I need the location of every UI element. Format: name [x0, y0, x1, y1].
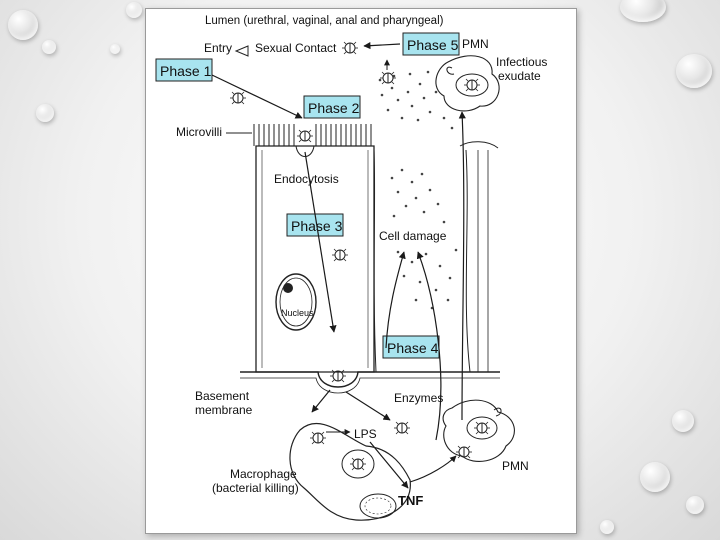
phase-2-box: Phase 2 [303, 95, 361, 119]
gonococcus-icon [455, 445, 473, 459]
gonococcus-icon [463, 78, 481, 92]
nucleus-label: Nucleus [281, 308, 314, 318]
water-drop [686, 496, 704, 514]
nucleus [275, 273, 317, 331]
macrophage-label: Macrophage [230, 467, 297, 481]
water-drop [672, 410, 694, 432]
pmn-bottom-cell [442, 399, 515, 462]
water-drop [110, 44, 120, 54]
adjacent-cell-border [465, 149, 471, 373]
macrophage-cell [289, 423, 411, 521]
entry-arrow-icon [234, 45, 249, 57]
diagram-panel [145, 8, 577, 534]
gonococcus-icon [379, 71, 397, 85]
gonococcus-icon [229, 91, 247, 105]
infectious-label: Infectious [496, 55, 547, 69]
adjacent-cell-border [373, 149, 377, 373]
cell-damage-label: Cell damage [379, 229, 447, 243]
water-drop [126, 2, 142, 18]
membrane-label: membrane [195, 403, 253, 417]
exudate-label: exudate [498, 69, 541, 83]
svg-text:Phase 5: Phase 5 [407, 37, 459, 53]
cell-damage-dots [390, 168, 458, 310]
phase-4-arrow [385, 251, 406, 349]
entry-label: Entry [204, 41, 232, 55]
svg-text:Phase 2: Phase 2 [308, 100, 360, 116]
phase-1-arrow [211, 74, 303, 119]
svg-text:Phase 1: Phase 1 [160, 63, 212, 79]
pmn-top-cell [435, 55, 500, 112]
phase-1-box: Phase 1 [155, 58, 213, 82]
phase-5-box: Phase 5 [402, 32, 460, 56]
water-drop [8, 10, 38, 40]
phase-4-box: Phase 4 [382, 335, 440, 359]
sexual-contact-label: Sexual Contact [255, 41, 337, 55]
gonococcus-icon [331, 248, 349, 262]
water-drop [676, 54, 712, 88]
gonococcus-icon [349, 457, 367, 471]
contact-arrow [363, 42, 401, 50]
right-cell-border [477, 150, 489, 372]
basement-label: Basement [195, 389, 250, 403]
microvilli-brush-border [253, 124, 372, 146]
water-drop [36, 104, 54, 122]
lps-label: LPS [354, 427, 377, 441]
pmn-migration-arrow [458, 111, 466, 421]
tnf-to-damage-arrow [416, 251, 442, 441]
gonococcus-icon [309, 431, 327, 445]
gonococcus-icon [393, 421, 411, 435]
pmn-bottom-label: PMN [502, 459, 529, 473]
water-drop [600, 520, 614, 534]
gonococcus-icon [341, 41, 359, 55]
phase-3-arrow [304, 151, 337, 333]
gonococcus-icon [296, 129, 314, 143]
water-drop [620, 0, 666, 22]
exudate-dots [378, 70, 454, 130]
pmn-top-label: PMN [462, 37, 489, 51]
svg-text:Phase 4: Phase 4 [387, 340, 439, 356]
gonococcus-icon [473, 421, 491, 435]
lumen-label: Lumen (urethral, vaginal, anal and phary… [205, 15, 444, 27]
water-drop [640, 462, 670, 492]
tnf-label: TNF [398, 493, 423, 508]
water-drop [42, 40, 56, 54]
enzymes-label: Enzymes [394, 391, 443, 405]
microvilli-label: Microvilli [176, 125, 222, 139]
endocytosis-label: Endocytosis [274, 172, 339, 186]
bacterial-killing-label: (bacterial killing) [212, 481, 299, 495]
basement-membrane [240, 371, 500, 388]
